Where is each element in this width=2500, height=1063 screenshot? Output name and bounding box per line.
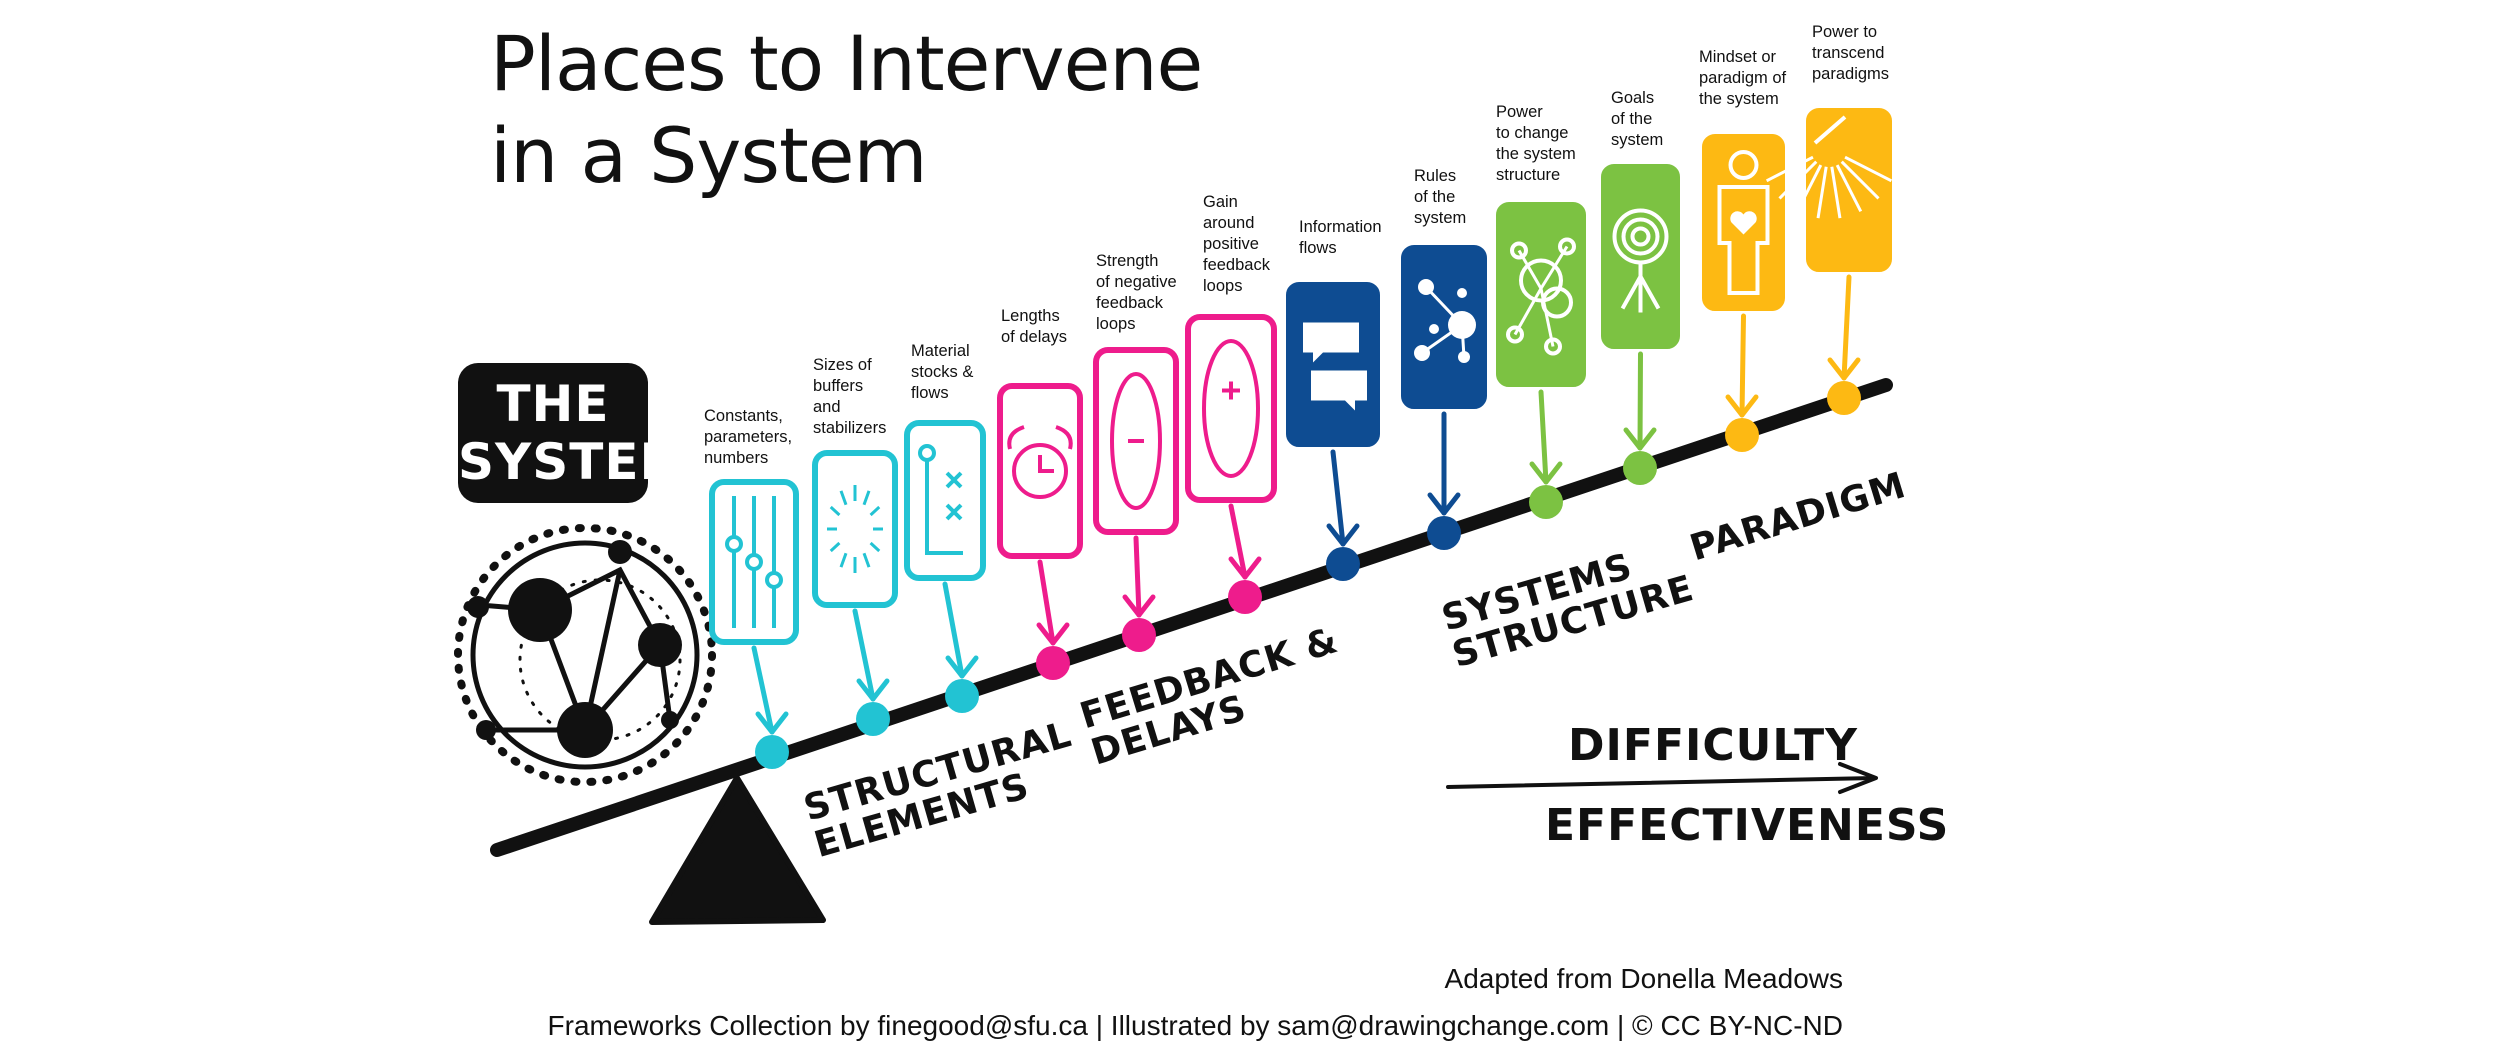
down-arrow [1538, 389, 1549, 485]
label-goals: Goals of the system [1611, 89, 1664, 149]
speech-bubbles-icon [1303, 322, 1367, 411]
negative-loop-icon [1110, 372, 1162, 510]
beam-dot [1623, 451, 1657, 485]
target-icon [1612, 208, 1669, 313]
credits-line: Frameworks Collection by finegood@sfu.ca… [547, 1010, 1843, 1041]
system-badge: THE SYSTEM [458, 363, 689, 503]
label-information-flows: Information flows [1299, 218, 1382, 257]
arrow-head [1623, 427, 1657, 451]
arrow-head [945, 655, 979, 679]
label-paradigm: Mindset or paradigm of the system [1699, 48, 1787, 108]
system-globe-icon [454, 524, 716, 786]
arrow-head [1036, 622, 1070, 646]
title-line-2: in a System [490, 111, 928, 200]
arrow-head [1122, 594, 1156, 618]
down-arrow [1637, 351, 1643, 451]
label-negative-feedback: Strength of negative feedback loops [1096, 252, 1177, 333]
beam-dot [755, 735, 789, 769]
system-badge-line-1: THE [496, 375, 610, 433]
down-arrow [1133, 535, 1142, 618]
arrow-head [1725, 394, 1759, 418]
arrow-head [1827, 357, 1861, 381]
page-title: Places to Intervene in a System [490, 18, 1203, 202]
title-line-1: Places to Intervene [490, 19, 1203, 108]
down-arrow [1330, 449, 1346, 547]
down-arrow [1841, 274, 1852, 381]
down-arrow [751, 645, 775, 735]
person-heart-icon [1717, 150, 1770, 295]
difficulty-arrow [1446, 762, 1878, 794]
gauge-icon [827, 485, 883, 573]
down-arrow [852, 608, 876, 702]
positive-loop-icon [1202, 339, 1260, 478]
axis-effectiveness-label: EFFECTIVENESS [1545, 800, 1950, 851]
label-constants: Constants, parameters, numbers [704, 407, 793, 467]
leverage-point-9 [1496, 202, 1586, 519]
leverage-point-10 [1601, 164, 1680, 485]
card [1286, 282, 1380, 447]
axis-difficulty-label: DIFFICULTY [1568, 720, 1859, 771]
beam-dot [1827, 381, 1861, 415]
label-stocks-flows: Material stocks & flows [911, 342, 974, 402]
arrow-head [1427, 492, 1461, 516]
leverage-point-1 [709, 479, 799, 769]
beam-dot [1036, 646, 1070, 680]
leverage-point-12 [1765, 108, 1893, 415]
down-arrow [1739, 313, 1746, 418]
leverage-point-7 [1286, 282, 1380, 581]
card [812, 450, 898, 608]
light-burst-icon [1765, 115, 1893, 219]
beam-dot [1228, 580, 1262, 614]
leverage-point-8 [1401, 245, 1487, 550]
label-positive-feedback: Gain around positive feedback loops [1203, 193, 1270, 295]
beam-dot [1427, 516, 1461, 550]
label-buffers: Sizes of buffers and stabilizers [813, 356, 887, 437]
label-power-structure: Power to change the system structure [1496, 103, 1576, 184]
label-rules: Rules of the system [1414, 167, 1467, 227]
arrow-head [755, 711, 789, 735]
leverage-point-6 [1185, 314, 1277, 614]
beam-dot [1326, 547, 1360, 581]
leverage-point-11 [1702, 134, 1785, 452]
beam-dot [1725, 418, 1759, 452]
leverage-point-3 [904, 420, 986, 713]
arrow-head [1228, 556, 1262, 580]
arrow-head [1326, 523, 1360, 547]
fulcrum-triangle [649, 775, 826, 925]
sliders-icon [725, 496, 783, 628]
leverage-point-2 [812, 450, 898, 736]
beam-dot [856, 702, 890, 736]
arrow-head [856, 678, 890, 702]
card [1601, 164, 1680, 349]
down-arrow [1037, 559, 1056, 646]
rules-network-icon [1414, 279, 1476, 363]
down-arrow [1228, 503, 1248, 580]
leverage-point-4 [997, 383, 1083, 680]
beam-dot [1122, 618, 1156, 652]
card [1185, 314, 1277, 503]
label-delays: Lengths of delays [1001, 307, 1068, 346]
beam-dot [945, 679, 979, 713]
structure-network-icon [1506, 237, 1576, 356]
arrow-head [1529, 461, 1563, 485]
alarm-clock-icon [1007, 425, 1073, 499]
label-transcend: Power to transcend paradigms [1812, 23, 1890, 83]
beam-dot [1529, 485, 1563, 519]
leverage-point-5 [1093, 347, 1179, 652]
flow-map-icon [918, 444, 963, 555]
down-arrow [942, 581, 965, 679]
adapted-credit: Adapted from Donella Meadows [1444, 963, 1843, 994]
